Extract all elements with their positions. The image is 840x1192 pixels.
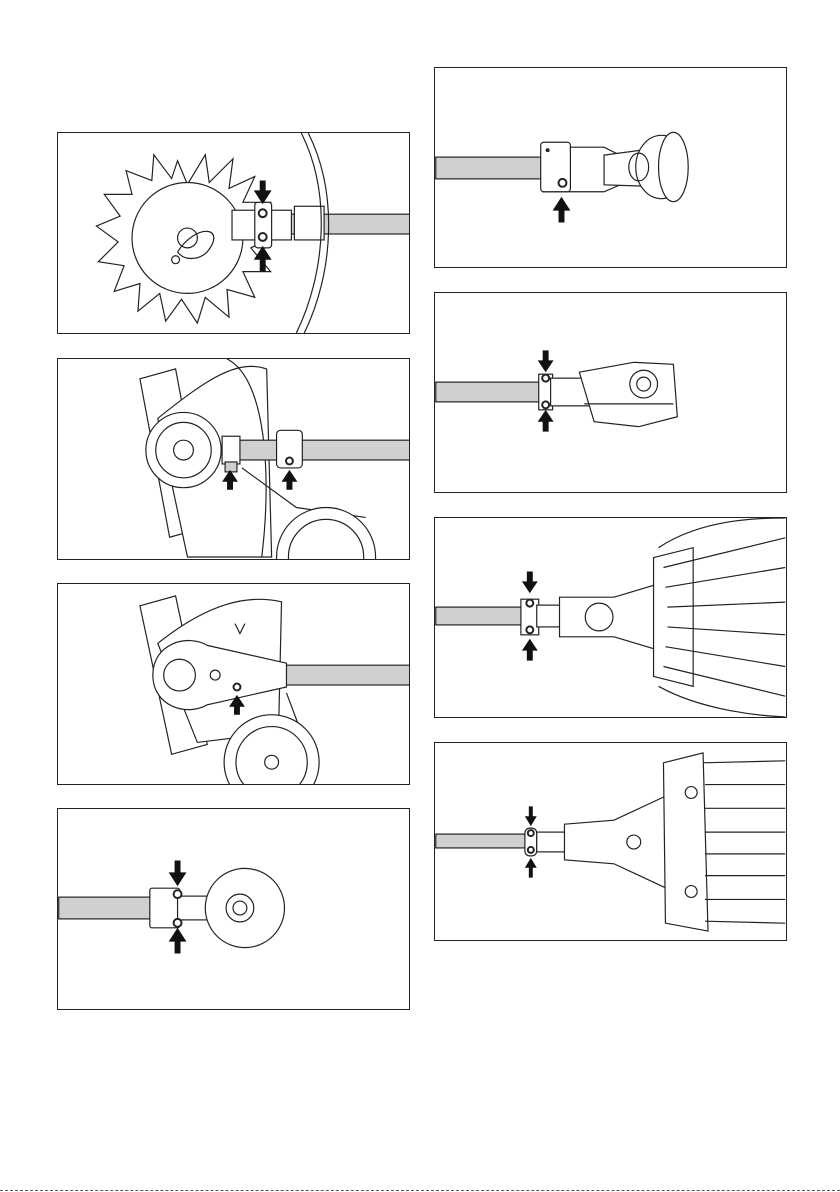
angle-gearbox-attachment-icon <box>435 68 786 267</box>
figure-cultivator <box>57 132 410 334</box>
rake-attachment-icon <box>435 518 786 717</box>
figure-rake <box>434 517 787 718</box>
brushcutter-gearbox-attachment-icon <box>435 293 786 492</box>
figure-brushcutter-gearbox <box>434 292 787 493</box>
edger-attachment-icon <box>58 359 409 559</box>
edger-belt-attachment-icon <box>58 584 409 784</box>
cultivator-attachment-icon <box>58 133 409 333</box>
figure-angle-gearbox <box>434 67 787 268</box>
figure-sweeper-brush <box>434 742 787 941</box>
figure-gear-head <box>57 808 410 1010</box>
figure-edger-belt <box>57 583 410 785</box>
page-bottom-rule <box>0 1190 840 1191</box>
sweeper-brush-attachment-icon <box>435 743 786 940</box>
figure-edger <box>57 358 410 560</box>
gear-head-attachment-icon <box>58 809 409 1009</box>
